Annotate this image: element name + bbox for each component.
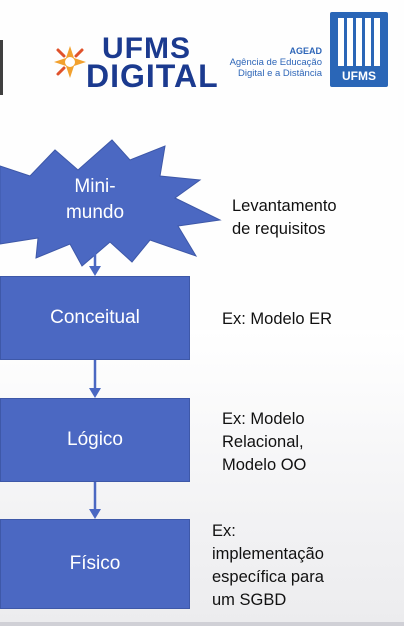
note-fisico: Ex: implementação específica para um SGB…: [212, 520, 324, 612]
box-fisico: Físico: [0, 519, 190, 609]
star-line-2: mundo: [65, 202, 125, 223]
sparkle-logo-icon: [54, 46, 86, 78]
agency-title: AGEAD: [289, 46, 322, 56]
note-line: Ex: Modelo ER: [222, 310, 333, 328]
agency-line-2: Digital e a Distância: [238, 68, 322, 79]
note-line: implementação: [212, 545, 324, 563]
connector-arrows: [89, 248, 101, 519]
note-line: específica para: [212, 568, 324, 586]
ufms-badge-logo: UFMS: [330, 12, 388, 87]
note-logico: Ex: Modelo Relacional, Modelo OO: [222, 408, 306, 477]
note-line: Ex: Modelo: [222, 410, 305, 428]
building-icon: [338, 18, 380, 66]
note-line: Ex:: [212, 522, 236, 540]
mini-mundo-label: Mini- mundo: [40, 174, 150, 226]
note-requisitos: Levantamento de requisitos: [232, 195, 337, 241]
box-conceitual: Conceitual: [0, 276, 190, 360]
left-edge-bar: [0, 40, 3, 95]
note-line: Modelo OO: [222, 456, 307, 474]
agency-line-1: Agência de Educação: [229, 57, 322, 68]
bottom-border: [0, 622, 404, 626]
mini-mundo-star-shape: [0, 139, 222, 267]
badge-label: UFMS: [342, 69, 376, 83]
note-line: Relacional,: [222, 433, 304, 451]
ufms-digital-logo: UFMS DIGITAL: [50, 30, 218, 94]
box-logico: Lógico: [0, 398, 190, 482]
note-line: de requisitos: [232, 220, 326, 238]
brand-line-2: DIGITAL: [86, 58, 219, 94]
star-line-1: Mini-: [74, 176, 116, 197]
note-line: um SGBD: [212, 591, 287, 609]
note-line: Levantamento: [232, 197, 337, 215]
brand-line-1: UFMS: [102, 32, 191, 65]
note-conceitual: Ex: Modelo ER: [222, 308, 332, 331]
agency-text: AGEAD Agência de Educação Digital e a Di…: [222, 46, 322, 79]
